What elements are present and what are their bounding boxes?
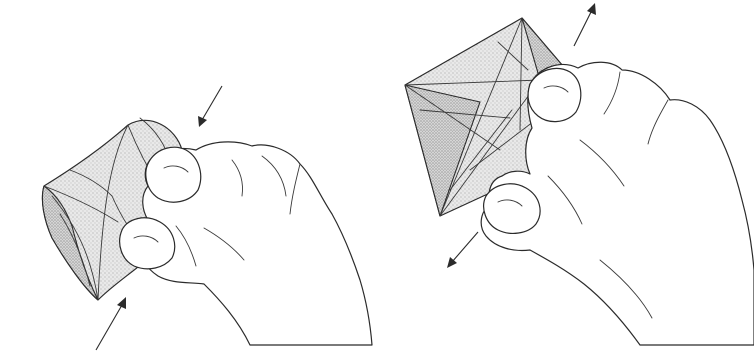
left-arrow-top [198, 86, 222, 127]
left-hand [120, 142, 372, 345]
right-panel [405, 3, 754, 345]
left-panel [42, 86, 372, 350]
right-arrow-bottom [447, 232, 478, 268]
right-arrow-top [574, 3, 596, 46]
left-arrow-bottom [96, 297, 126, 350]
